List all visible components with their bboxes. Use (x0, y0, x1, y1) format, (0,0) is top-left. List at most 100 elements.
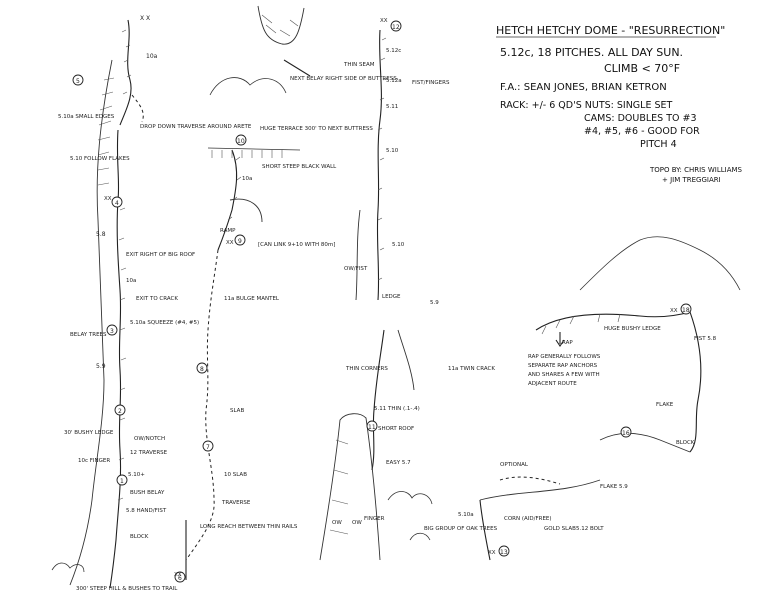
route-line-pitch-10 (217, 149, 238, 251)
oak-trees-base (409, 532, 431, 541)
ledge-line (535, 311, 691, 331)
note-drop-down: DROP DOWN TRAVERSE AROUND ARETE (140, 124, 252, 130)
crack-ticks-main (117, 207, 127, 501)
pitch-marker-16 (620, 426, 632, 438)
route-line-pitch-5 (119, 19, 132, 126)
black-wall (229, 198, 263, 223)
crack-ticks-10 (227, 156, 242, 221)
slab-outline (479, 479, 601, 501)
note-huge-terrace: HUGE TERRACE 300' TO NEXT BUTTRESS (260, 126, 373, 132)
pillar-outline (319, 413, 381, 561)
note-thin-corners: THIN CORNERS (345, 366, 388, 372)
note-optional: OPTIONAL (500, 462, 529, 468)
pitch-number-4: 4 (115, 200, 119, 207)
corner-left (355, 209, 361, 301)
note-huge-bushy-ledge: HUGE BUSHY LEDGE (604, 326, 661, 332)
grade-label-10c: 10c FINGER (78, 458, 110, 464)
grade-label-11a-twin: 11a TWIN CRACK (448, 366, 495, 372)
note-block: BLOCK (130, 534, 149, 540)
rack-line-4: PITCH 4 (640, 139, 677, 150)
pitch-number-1: 1 (120, 478, 124, 485)
note-exit-right: EXIT RIGHT OF BIG ROOF (126, 252, 195, 258)
note-long-reach: LONG REACH BETWEEN THIN RAILS (200, 524, 298, 530)
crack-ticks-upper (121, 29, 132, 95)
topo-credit-2: + JIM TREGGIARI (662, 176, 721, 184)
rap-note-line-1: RAP GENERALLY FOLLOWS (528, 354, 601, 360)
grade-label-58-hand: 5.8 HAND/FIST (126, 508, 167, 514)
ledge-terrace (207, 147, 301, 151)
pitch-marker-13 (498, 545, 510, 557)
header-notes: HETCH HETCHY DOME - "RESURRECTION" 5.12c… (496, 24, 743, 184)
pitch-marker-7 (202, 440, 214, 452)
pitch-marker-1 (116, 474, 128, 486)
note-bush-belay: BUSH BELAY (130, 490, 165, 496)
topo-credit-1: TOPO BY: CHRIS WILLIAMS (649, 166, 743, 174)
note-thin-seam: THIN SEAM (343, 62, 375, 68)
pitch-number-2: 2 (118, 408, 122, 415)
bush-base (51, 562, 85, 573)
crack-ticks-12 (377, 37, 388, 281)
route-grade-line: 5.12c, 18 PITCHES. ALL DAY SUN. (500, 46, 683, 59)
note-fist-fingers: FIST/FINGERS (412, 80, 450, 86)
route-title: HETCH HETCHY DOME - "RESURRECTION" (496, 24, 725, 37)
note-ow-fist: OW/FIST (344, 266, 368, 272)
column-pitches-1-5: 5 4 3 2 1 X X 10a DROP DOWN TRAVERSE ARO… (51, 15, 252, 592)
grade-label-fist-58: FIST 5.8 (694, 336, 717, 342)
pitch-marker-8 (196, 362, 208, 374)
note-ow-right: OW (352, 520, 362, 526)
pitch-number-6: 6 (178, 575, 182, 582)
pillar-hatch (329, 439, 349, 535)
note-ledge: LEDGE (382, 294, 401, 300)
grade-label-510a-edges: 5.10a SMALL EDGES (58, 114, 115, 120)
rack-line-1: RACK: +/- 6 QD'S NUTS: SINGLE SET (500, 100, 673, 111)
grade-label-easy-57: EASY 5.7 (386, 460, 411, 466)
grade-label-512c: 5.12c (386, 48, 401, 54)
grade-label-10-slab: 10 SLAB (224, 472, 247, 478)
column-pitches-6-10: 10 9 8 7 6 NEXT BELAY RIGHT SIDE OF BUTT… (174, 5, 397, 583)
pitch-number-9: 9 (238, 238, 242, 245)
note-rap: RAP (562, 340, 573, 346)
pitch-number-8: 8 (200, 366, 204, 373)
grade-label-511: 5.11 (386, 104, 398, 110)
note-short-black-wall: SHORT STEEP BLACK WALL (262, 164, 337, 170)
flake-ledge (599, 432, 691, 453)
pitch-number-7: 7 (206, 444, 210, 451)
note-ow-notch: OW/NOTCH (134, 436, 165, 442)
buttress-top (257, 5, 305, 45)
pitch-marker-11 (366, 420, 378, 432)
pitch-marker-5 (72, 74, 84, 86)
note-traverse-col2: TRAVERSE (221, 500, 251, 506)
pitch-marker-2 (114, 404, 126, 416)
note-300-steep-hill: 300' STEEP HILL & BUSHES TO TRAIL (76, 586, 178, 592)
grade-label-512a: 5.12a (386, 78, 402, 84)
anchor-label-col2: XX (226, 240, 234, 246)
grade-label-59-col3: 5.9 (430, 300, 439, 306)
grade-label-59: 5.9 (96, 363, 106, 370)
note-corn: CORN (AID/FREE) (504, 516, 552, 522)
note-link-pitches: [CAN LINK 9+10 WITH 80m] (258, 242, 335, 248)
grade-label-510plus: 5.10+ (128, 472, 145, 478)
route-line-pitch-13 (479, 499, 491, 561)
grade-label-squeeze: 5.10a SQUEEZE (#4, #5) (130, 320, 199, 326)
grade-label-10a-top: 10a (146, 53, 158, 60)
grade-label-58: 5.8 (96, 231, 106, 238)
route-temp-line: CLIMB < 70°F (604, 62, 680, 75)
grade-label-510a-col4: 5.10a (458, 512, 474, 518)
column-pitches-11-12: 12 11 XX 5.12c THIN SEAM 5.12a FIST/FING… (319, 18, 498, 561)
pitch-marker-9 (234, 234, 246, 246)
note-30-bushy-ledge: 30' BUSHY LEDGE (64, 430, 114, 436)
grade-label-510-lower: 5.10 (392, 242, 405, 248)
pitch-number-12: 12 (392, 24, 400, 31)
pitch-number-10: 10 (237, 138, 245, 145)
twin-crack (397, 329, 415, 391)
anchor-label-col4-base: XX (488, 550, 496, 556)
dome-outline (579, 236, 741, 291)
rap-note-line-3: AND SHARES A FEW WITH (528, 372, 600, 378)
pitch-marker-4 (111, 196, 123, 208)
pitch-number-18: 18 (682, 307, 690, 314)
anchor-label-col2-base: XX (174, 572, 182, 578)
terrace-hatch (211, 150, 283, 158)
grade-label-510-col3: 5.10 (386, 148, 399, 154)
grade-label-10a-col2: 10a (242, 176, 252, 182)
pitch-marker-18 (680, 303, 692, 315)
